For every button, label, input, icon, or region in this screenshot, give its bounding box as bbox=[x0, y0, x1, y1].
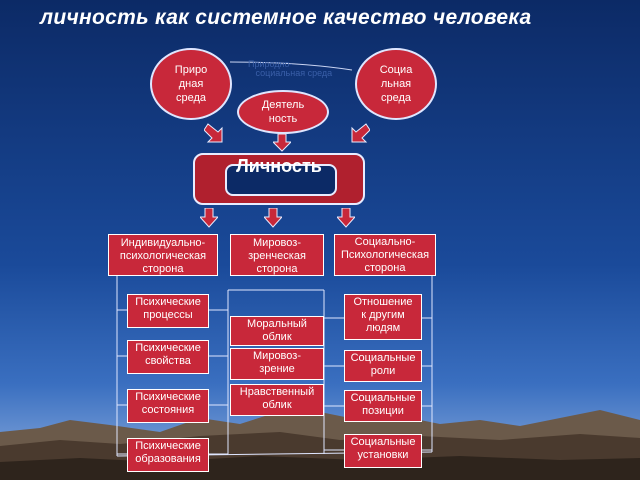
worldview-side-label: Мировоз- зренческая сторона bbox=[248, 237, 306, 275]
mental-formations-item: Психические образования bbox=[127, 438, 209, 472]
moral-character-label: Моральный облик bbox=[247, 318, 307, 343]
page-title: личность как системное качество человека bbox=[40, 6, 532, 29]
social-psychological-label: Социально- Психологическая сторона bbox=[340, 236, 430, 274]
natural-environment-label: Приро дная среда bbox=[174, 64, 208, 104]
social-roles-label: Социальные роли bbox=[350, 352, 416, 377]
social-environment-label: Социа льная среда bbox=[379, 64, 413, 104]
activity-node: Деятель ность bbox=[237, 90, 329, 134]
mental-properties-label: Психические свойства bbox=[135, 342, 201, 367]
mental-states-label: Психические состояния bbox=[135, 391, 201, 416]
arrow-down-right-icon bbox=[204, 123, 223, 143]
arrow-down-right-column-icon bbox=[337, 208, 355, 228]
relations-to-others-label: Отношение к другим людям bbox=[353, 296, 413, 334]
social-positions-label: Социальные позиции bbox=[350, 392, 416, 417]
personality-node: Личность bbox=[193, 153, 365, 205]
mental-formations-label: Психические образования bbox=[135, 440, 201, 465]
arrow-down-middle-column-icon bbox=[264, 208, 282, 228]
worldview-item: Мировоз- зрение bbox=[230, 348, 324, 380]
individual-psychological-side: Индивидуально- психологическая сторона bbox=[108, 234, 218, 276]
social-environment-node: Социа льная среда bbox=[355, 48, 437, 120]
mental-properties-item: Психические свойства bbox=[127, 340, 209, 374]
ethical-character-label: Нравственный облик bbox=[239, 386, 315, 411]
mental-processes-item: Психические процессы bbox=[127, 294, 209, 328]
social-psychological-side: Социально- Психологическая сторона bbox=[334, 234, 436, 276]
arrow-down-left-icon bbox=[351, 123, 370, 143]
personality-inner-frame bbox=[225, 164, 337, 196]
natural-environment-node: Приро дная среда bbox=[150, 48, 232, 120]
mental-processes-label: Психические процессы bbox=[135, 296, 201, 321]
faded-label: Природно- социальная среда bbox=[248, 59, 333, 78]
arrow-down-left-column-icon bbox=[200, 208, 218, 228]
activity-label: Деятель ность bbox=[261, 99, 305, 125]
relations-to-others-item: Отношение к другим людям bbox=[344, 294, 422, 340]
social-roles-item: Социальные роли bbox=[344, 350, 422, 382]
social-attitudes-label: Социальные установки bbox=[350, 436, 416, 461]
worldview-label: Мировоз- зрение bbox=[253, 350, 301, 375]
social-attitudes-item: Социальные установки bbox=[344, 434, 422, 468]
ethical-character-item: Нравственный облик bbox=[230, 384, 324, 416]
moral-character-item: Моральный облик bbox=[230, 316, 324, 346]
individual-psychological-label: Индивидуально- психологическая сторона bbox=[119, 237, 207, 275]
arrow-down-icon bbox=[273, 134, 291, 152]
worldview-side: Мировоз- зренческая сторона bbox=[230, 234, 324, 276]
personality-label: Личность bbox=[236, 156, 322, 176]
social-positions-item: Социальные позиции bbox=[344, 390, 422, 422]
mental-states-item: Психические состояния bbox=[127, 389, 209, 423]
